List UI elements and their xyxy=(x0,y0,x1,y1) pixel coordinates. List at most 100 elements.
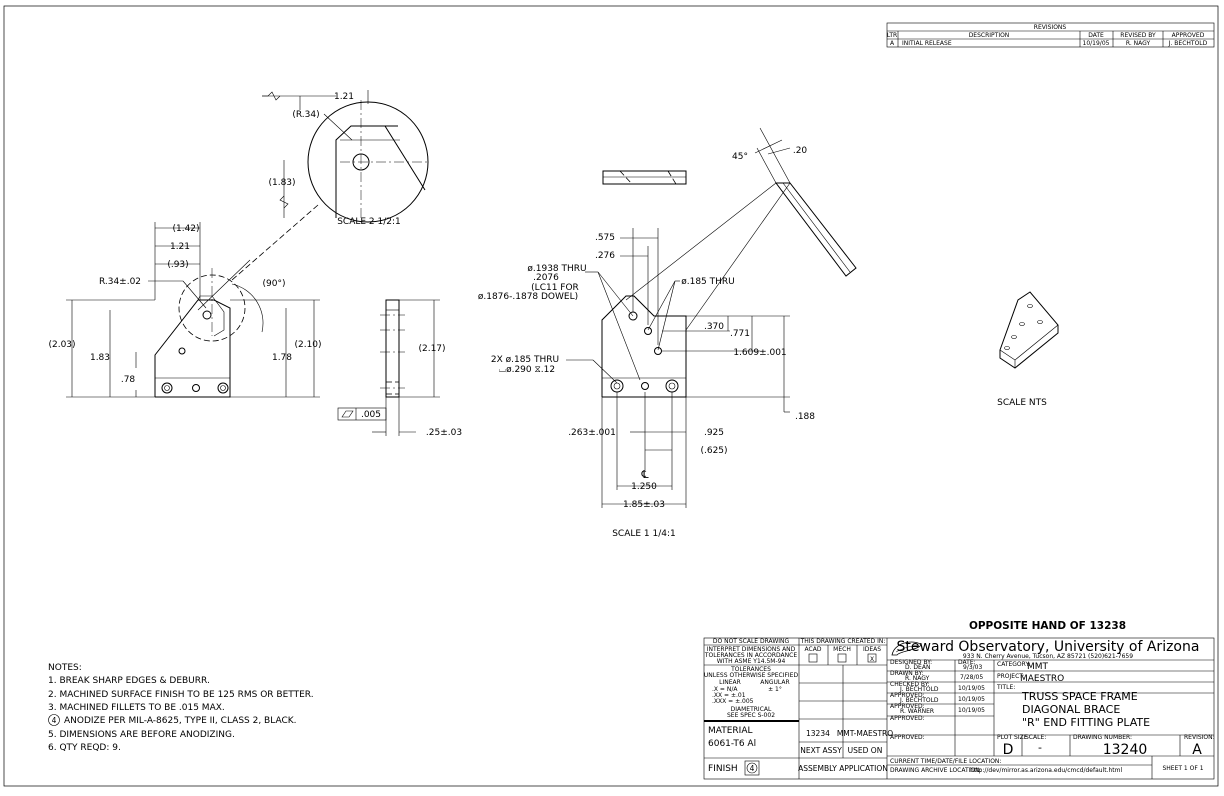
interpret-line-2: TOLERANCES IN ACCORDANCE xyxy=(704,652,797,659)
note-4: ANODIZE PER MIL-A-8625, TYPE II, CLASS 2… xyxy=(64,716,297,726)
designed-by-label: DESIGNED BY: xyxy=(890,659,932,666)
approved-1-label: APPROVED: xyxy=(890,692,925,699)
detail-dim-r34: (R.34) xyxy=(292,110,319,120)
hole-centerline-symbol: ℄ xyxy=(640,468,648,481)
cad-mech: MECH xyxy=(833,646,851,653)
rev-header-ltr: LTR xyxy=(887,32,897,39)
front-dim-93: (.93) xyxy=(167,260,188,270)
tolerances-title: TOLERANCES xyxy=(730,666,771,673)
created-in-label: THIS DRAWING CREATED IN: xyxy=(800,638,886,645)
rev-row-approved: J. BECHTOLD xyxy=(1168,40,1208,47)
hole-callout-cbore-2: ⌴ø.290 ⧖.12 xyxy=(499,365,555,375)
org-address: 933 N. Cherry Avenue, Tucson, AZ 85721 (… xyxy=(963,653,1133,660)
iso-scale-label: SCALE NTS xyxy=(997,398,1047,408)
finish-note-number: 4 xyxy=(750,764,755,773)
rev-row-revised-by: R. NAGY xyxy=(1126,40,1151,47)
brace-view: 45° .20 xyxy=(625,127,857,331)
hole-callout-dowel-2: .2076 xyxy=(533,273,559,283)
checkbox-ideas xyxy=(867,653,877,663)
rev-header-date: DATE xyxy=(1088,32,1104,39)
checked-by: J. BECHTOLD xyxy=(899,686,939,693)
note-3: 3. MACHINED FILLETS TO BE .015 MAX. xyxy=(48,703,225,713)
side-dim-thickness: .25±.03 xyxy=(426,428,462,438)
front-dim-1-78: 1.78 xyxy=(272,353,292,363)
drawn-by: R. NAGY xyxy=(905,675,930,682)
checked-date: 10/19/05 xyxy=(958,685,985,692)
rev-row-ltr: A xyxy=(890,40,895,47)
drawing-number: 13240 xyxy=(1103,742,1148,758)
approved-1: J. BECHTOLD xyxy=(899,697,939,704)
front-dim-78: .78 xyxy=(121,375,136,385)
assembly-application-label: ASSEMBLY APPLICATION xyxy=(798,764,888,773)
hole-dim-625: (.625) xyxy=(700,446,727,456)
revision-value: A xyxy=(1192,742,1202,758)
hole-callout-dowel-4: ø.1876-.1878 DOWEL) xyxy=(478,292,578,302)
cad-acad: ACAD xyxy=(805,646,822,653)
tol-diametrical: DIAMETRICAL xyxy=(731,706,772,713)
rev-header-approved: APPROVED xyxy=(1172,32,1205,39)
detail-view: 1.21 (R.34) (1.83) SCALE 2 1/2:1 xyxy=(231,90,430,281)
hole-dim-185: 1.85±.03 xyxy=(623,500,665,510)
finish-label: FINISH xyxy=(708,764,738,774)
detail-dim-1-21: 1.21 xyxy=(334,92,354,102)
front-dim-1-21: 1.21 xyxy=(170,242,190,252)
detail-dim-1-83: (1.83) xyxy=(268,178,295,188)
hole-dim-370: .370 xyxy=(704,322,724,332)
project-value: MAESTRO xyxy=(1020,674,1064,684)
plot-size-label: PLOT SIZE xyxy=(997,734,1028,741)
used-on-label: USED ON xyxy=(848,746,883,755)
hole-dim-575: .575 xyxy=(595,233,615,243)
approved-3-label: APPROVED: xyxy=(890,715,925,722)
hole-dim-1250: 1.250 xyxy=(631,482,657,492)
front-dim-90: (90°) xyxy=(263,279,286,289)
do-not-scale: DO NOT SCALE DRAWING xyxy=(713,638,790,645)
next-assy-name: MMT-MAESTRO xyxy=(837,729,893,738)
front-dim-1-42: (1.42) xyxy=(172,224,199,234)
interpret-line-3: WITH ASME Y14.5M-94 xyxy=(717,658,786,665)
next-assy-number: 13234 xyxy=(806,729,830,738)
hole-callout-thru: ø.185 THRU xyxy=(681,277,735,287)
tolerances-sub: UNLESS OTHERWISE SPECIFIED xyxy=(704,672,799,679)
tol-see-spec: SEE SPEC S-002 xyxy=(727,712,775,719)
approved-4-label: APPROVED: xyxy=(890,734,925,741)
hole-callout-dowel-1: ø.1938 THRU xyxy=(527,264,586,274)
sheet-border xyxy=(3,5,1219,787)
brace-dim-20: .20 xyxy=(793,146,808,156)
interpret-line-1: INTERPRET DIMENSIONS AND xyxy=(707,646,796,653)
opposite-hand-label: OPPOSITE HAND OF 13238 xyxy=(969,620,1126,632)
rev-header-revised-by: REVISED BY xyxy=(1120,32,1156,39)
tol-row-1: .X = N/A xyxy=(712,686,738,693)
hole-callout-cbore-1: 2X ø.185 THRU xyxy=(491,355,559,365)
designed-date-label: DATE: xyxy=(958,659,976,666)
note-6: 6. QTY REQD: 9. xyxy=(48,743,121,753)
hole-dim-188: .188 xyxy=(795,412,815,422)
hole-scale-label: SCALE 1 1/4:1 xyxy=(612,529,676,539)
note-2: 2. MACHINED SURFACE FINISH TO BE 125 RMS… xyxy=(48,690,314,700)
notes-block: NOTES: 1. BREAK SHARP EDGES & DEBURR. 2.… xyxy=(48,663,314,753)
front-dim-1-83: 1.83 xyxy=(90,353,110,363)
checkbox-acad xyxy=(808,653,818,663)
checkbox-mech xyxy=(837,653,847,663)
drawn-by-label: DRAWN BY: xyxy=(890,670,923,677)
side-flatness-value: .005 xyxy=(361,410,381,420)
next-assy-label: NEXT ASSY xyxy=(800,746,842,755)
approved-2-label: APPROVED: xyxy=(890,703,925,710)
drawing-number-label: DRAWING NUMBER: xyxy=(1073,734,1132,741)
rev-row-description: INITIAL RELEASE xyxy=(902,40,952,47)
tol-linear: LINEAR xyxy=(719,679,741,686)
checked-by-label: CHECKED BY: xyxy=(890,681,930,688)
side-view: (2.17) .005 .25±.03 xyxy=(337,299,462,438)
archive-url: http://dev/mirror.as.arizona.edu/cmcd/de… xyxy=(970,767,1122,774)
iso-view: SCALE NTS xyxy=(997,291,1059,408)
note-4-number: 4 xyxy=(52,716,57,725)
tol-angular: ANGULAR xyxy=(760,679,789,686)
note-5: 5. DIMENSIONS ARE BEFORE ANODIZING. xyxy=(48,730,235,740)
material-value: 6061-T6 Al xyxy=(708,739,756,749)
material-label: MATERIAL xyxy=(708,726,753,736)
ideas-mark: X xyxy=(870,656,874,663)
brace-angle-45: 45° xyxy=(732,152,748,162)
top-view xyxy=(602,170,687,185)
tol-row-3: .XXX = ±.005 xyxy=(712,698,754,705)
scale-value: - xyxy=(1038,741,1042,754)
hole-dim-263: .263±.001 xyxy=(568,428,616,438)
